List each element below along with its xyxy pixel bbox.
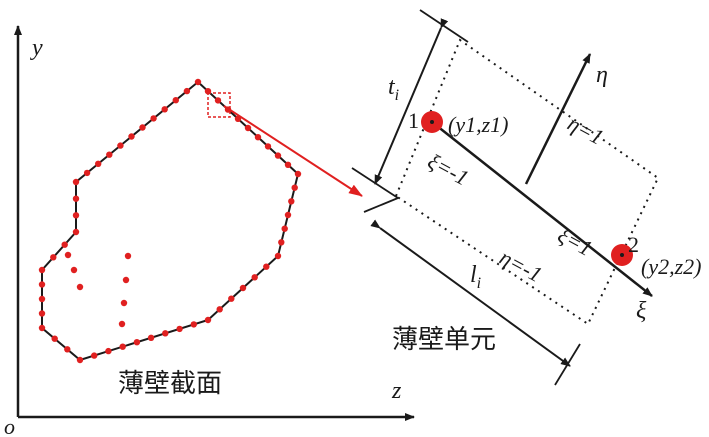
interior-node-4 bbox=[122, 276, 130, 284]
section-node-53 bbox=[172, 97, 179, 104]
zoom-box bbox=[207, 92, 231, 118]
node-2-number: 2 bbox=[628, 232, 639, 257]
thin-walled-section: 薄壁截面 bbox=[38, 78, 363, 398]
section-node-16 bbox=[274, 252, 282, 260]
section-node-10 bbox=[294, 170, 302, 178]
section-node-43 bbox=[72, 195, 80, 202]
interior-node-3 bbox=[124, 252, 132, 260]
section-node-41 bbox=[72, 228, 80, 236]
section-node-23 bbox=[190, 321, 197, 328]
section-node-21 bbox=[216, 306, 223, 313]
section-node-46 bbox=[95, 160, 102, 167]
eta-axis bbox=[524, 53, 592, 185]
z-axis-label: z bbox=[391, 378, 402, 404]
y-axis-label: y bbox=[30, 35, 43, 61]
section-node-14 bbox=[281, 225, 288, 232]
section-node-9 bbox=[284, 161, 292, 168]
section-nodes bbox=[38, 78, 302, 364]
xi-plus-label: ξ=1 bbox=[554, 222, 597, 261]
section-node-25 bbox=[162, 330, 169, 337]
section-node-6 bbox=[254, 134, 262, 141]
element-caption: 薄壁单元 bbox=[392, 325, 496, 354]
section-node-54 bbox=[183, 87, 191, 95]
node-2-coord: (y2,z2) bbox=[641, 254, 701, 279]
thickness-dimension bbox=[374, 18, 449, 185]
section-node-8 bbox=[274, 152, 282, 159]
section-node-17 bbox=[263, 263, 270, 270]
section-node-48 bbox=[117, 142, 124, 149]
eta-axis-label: η bbox=[596, 62, 608, 88]
length-dimension bbox=[370, 219, 571, 367]
section-node-15 bbox=[278, 239, 285, 246]
section-node-32 bbox=[64, 346, 71, 353]
thickness-ext-top bbox=[419, 9, 469, 43]
section-node-50 bbox=[139, 124, 146, 131]
node-1-coord: (y1,z1) bbox=[448, 112, 508, 137]
section-node-39 bbox=[50, 254, 57, 261]
section-node-47 bbox=[106, 151, 113, 158]
interior-node-0 bbox=[64, 251, 72, 259]
interior-node-1 bbox=[70, 266, 78, 274]
length-ext-left bbox=[363, 197, 399, 213]
section-node-51 bbox=[150, 115, 157, 122]
origin-label: o bbox=[4, 414, 15, 437]
section-node-24 bbox=[176, 325, 183, 333]
section-node-27 bbox=[133, 339, 141, 346]
section-node-44 bbox=[72, 178, 80, 186]
section-node-0 bbox=[194, 78, 202, 86]
section-node-35 bbox=[38, 310, 46, 317]
section-node-19 bbox=[239, 284, 247, 292]
section-node-26 bbox=[147, 334, 155, 341]
section-node-5 bbox=[244, 124, 252, 132]
section-node-49 bbox=[128, 133, 135, 140]
node-1-number: 1 bbox=[408, 108, 419, 133]
interior-nodes bbox=[64, 251, 132, 328]
global-axes: y z o bbox=[4, 25, 415, 437]
section-node-33 bbox=[51, 335, 58, 342]
section-node-40 bbox=[61, 241, 68, 248]
section-outline bbox=[41, 81, 300, 362]
section-node-18 bbox=[251, 274, 258, 281]
node-2-center bbox=[620, 253, 624, 257]
zoom-pointer-arrow bbox=[223, 105, 363, 197]
element-detail: ti li ξ η 1 (y1,z1) 2 (y2,z2) ξ=-1 ξ=1 η… bbox=[351, 9, 701, 386]
section-node-2 bbox=[214, 97, 222, 104]
interior-node-5 bbox=[120, 299, 128, 307]
eta-minus-label: η=-1 bbox=[496, 244, 547, 287]
section-node-11 bbox=[291, 184, 298, 191]
section-node-52 bbox=[161, 106, 168, 113]
xi-axis bbox=[431, 121, 653, 297]
section-node-12 bbox=[288, 198, 295, 205]
section-node-7 bbox=[264, 143, 272, 150]
section-node-28 bbox=[119, 343, 126, 350]
thickness-label: ti bbox=[388, 74, 399, 104]
section-node-34 bbox=[38, 324, 46, 332]
section-node-36 bbox=[38, 295, 46, 303]
section-node-31 bbox=[76, 356, 84, 364]
section-node-29 bbox=[105, 347, 112, 355]
xi-axis-label: ξ bbox=[636, 298, 647, 324]
section-node-38 bbox=[38, 266, 46, 274]
section-node-13 bbox=[284, 211, 292, 219]
interior-node-6 bbox=[118, 320, 126, 328]
section-node-45 bbox=[83, 169, 91, 177]
section-node-20 bbox=[228, 295, 235, 302]
length-label: li bbox=[470, 262, 481, 292]
node-1-center bbox=[430, 120, 434, 124]
xi-minus-label: ξ=-1 bbox=[424, 148, 473, 190]
interior-node-2 bbox=[76, 283, 84, 291]
section-node-30 bbox=[91, 352, 98, 359]
section-node-22 bbox=[204, 316, 212, 324]
section-node-42 bbox=[72, 212, 80, 219]
section-caption: 薄壁截面 bbox=[118, 369, 222, 398]
section-node-37 bbox=[38, 281, 46, 288]
